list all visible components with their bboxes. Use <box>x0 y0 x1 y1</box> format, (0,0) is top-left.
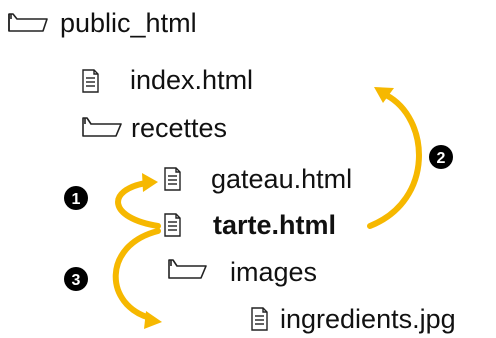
badge-2-number: 2 <box>437 150 446 167</box>
folder-label-public-html: public_html <box>60 8 197 38</box>
arrowhead-1 <box>142 173 158 192</box>
arrowhead-3 <box>144 311 162 329</box>
file-icon <box>164 213 181 237</box>
tree-row-index-html[interactable]: index.html <box>82 65 253 95</box>
file-label-index-html: index.html <box>130 65 253 95</box>
tree-row-gateau-html[interactable]: gateau.html <box>164 164 352 194</box>
tree-row-tarte-html[interactable]: tarte.html <box>164 210 336 240</box>
folder-icon <box>82 117 122 137</box>
arrowhead-2 <box>374 87 394 103</box>
badge-1-number: 1 <box>72 191 81 208</box>
tree-row-ingredients-jpg[interactable]: ingredients.jpg <box>251 304 456 334</box>
folder-icon <box>168 259 207 279</box>
folder-label-images: images <box>230 257 317 287</box>
file-icon <box>164 167 181 191</box>
badge-3: 3 <box>64 267 88 291</box>
file-label-gateau-html: gateau.html <box>211 164 352 194</box>
file-icon <box>82 69 99 93</box>
link-arrow-3 <box>112 228 161 321</box>
file-label-tarte-html: tarte.html <box>213 210 336 240</box>
folder-label-recettes: recettes <box>131 113 227 143</box>
file-label-ingredients-jpg: ingredients.jpg <box>280 304 456 334</box>
link-arrow-1 <box>115 180 161 229</box>
file-icon <box>251 307 268 331</box>
badge-1: 1 <box>64 186 88 210</box>
badge-2: 2 <box>429 145 453 169</box>
link-arrow-2 <box>367 92 422 229</box>
folder-icon <box>8 13 48 32</box>
tree-row-recettes[interactable]: recettes <box>82 113 227 143</box>
tree-row-images[interactable]: images <box>168 257 317 287</box>
tree-row-public-html[interactable]: public_html <box>8 8 197 38</box>
badge-3-number: 3 <box>72 272 81 289</box>
